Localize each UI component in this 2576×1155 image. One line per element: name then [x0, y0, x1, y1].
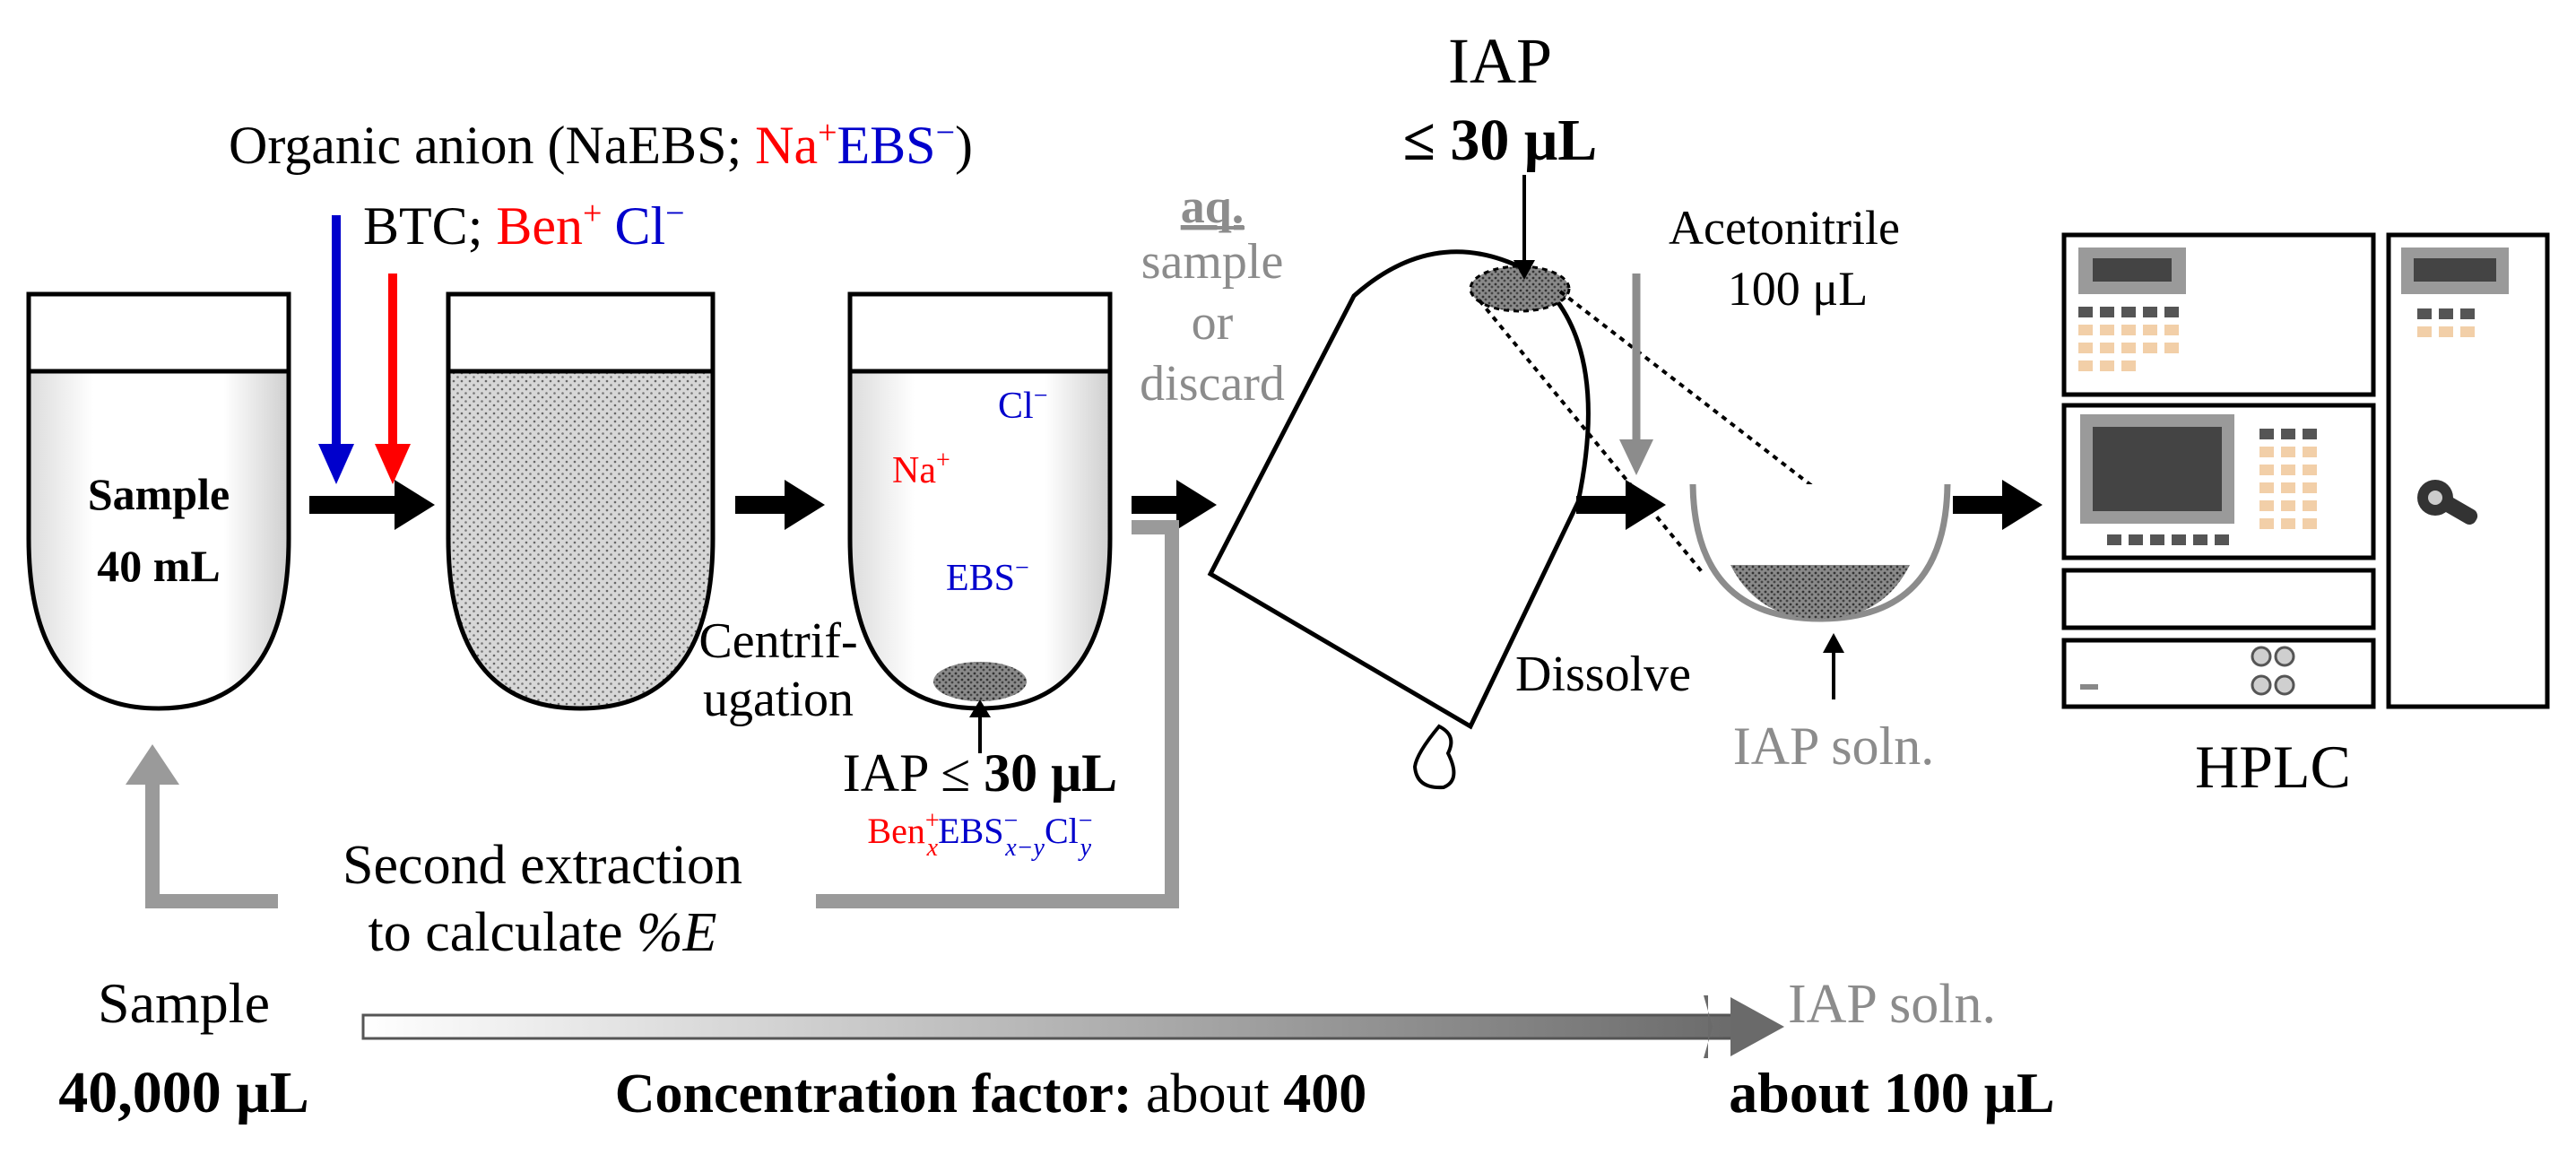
dissolve-vial: [1689, 483, 1951, 622]
sodium-ion: Na+: [892, 447, 950, 491]
sample-tube-volume: 40 mL: [97, 541, 221, 591]
process-arrow-1: [309, 480, 435, 530]
dissolve-label: Dissolve: [1515, 647, 1691, 702]
acetonitrile-volume: 100 μL: [1728, 262, 1868, 316]
mixed-tube: [446, 291, 716, 711]
blue-reagent-arrow: [318, 215, 354, 484]
iap-top-arrow: [1514, 175, 1535, 280]
aqueous-sample: sample: [1141, 234, 1284, 290]
acetonitrile-label: Acetonitrile: [1669, 201, 1900, 255]
chloride-ion: Cl−: [998, 382, 1047, 427]
concentration-arrow: [361, 995, 1784, 1058]
bottom-sample-volume: 40,000 μL: [58, 1060, 308, 1125]
iap-formula: Ben+xEBS−x−yCl−y: [867, 807, 1092, 862]
process-arrow-4: [1576, 480, 1666, 530]
centrifugation-label-1: Centrif-: [698, 613, 857, 669]
iap-top-title: IAP: [1448, 25, 1552, 97]
btc-label: BTC; Ben+Cl−: [363, 195, 685, 256]
falling-drop: [1412, 724, 1456, 790]
hplc-instrument: [2061, 232, 2550, 709]
iap-pointer-arrow: [969, 699, 991, 753]
bottom-sample-label: Sample: [98, 971, 270, 1035]
iap-top-volume: ≤ 30 μL: [1403, 108, 1598, 173]
iap-collected: [1469, 265, 1571, 313]
aqueous-discard: discard: [1140, 356, 1285, 412]
aqueous-or: or: [1192, 295, 1234, 351]
process-arrow-2: [735, 480, 825, 530]
sample-tube-label: Sample: [88, 469, 230, 519]
inverted-tube: [1207, 249, 1591, 790]
second-extraction-label: Second extraction: [343, 835, 742, 896]
organic-anion-label: Organic anion (NaEBS; Na+EBS−): [229, 114, 973, 175]
centrifuged-tube: Cl− Na+ EBS−: [847, 291, 1113, 711]
bottom-iap-soln-volume: about 100 μL: [1729, 1061, 2054, 1125]
iap-soln-arrow: [1823, 633, 1844, 699]
centrifugation-label-2: ugation: [703, 672, 854, 727]
acetonitrile-arrow: [1619, 274, 1653, 475]
iap-volume-label: IAP ≤ 30 μL: [843, 743, 1117, 803]
iap-soln-label: IAP soln.: [1733, 716, 1934, 776]
process-arrow-5: [1953, 480, 2043, 530]
ebs-ion: EBS−: [946, 554, 1029, 599]
iap-droplet: [933, 662, 1027, 701]
aqueous-label: aq.: [1181, 179, 1245, 233]
process-arrow-3: [1132, 480, 1217, 530]
transfer-line-left: [1478, 299, 1705, 576]
second-extraction-sublabel: to calculate %E: [368, 902, 716, 963]
bottom-iap-soln-label: IAP soln.: [1788, 974, 1996, 1035]
concentration-factor: Concentration factor: about 400: [615, 1064, 1367, 1125]
sample-tube: Sample 40 mL: [26, 291, 291, 711]
injector-knob-icon: [2417, 480, 2478, 525]
red-reagent-arrow: [375, 274, 411, 484]
hplc-label: HPLC: [2195, 733, 2351, 801]
second-extraction-loop: [126, 520, 1179, 908]
